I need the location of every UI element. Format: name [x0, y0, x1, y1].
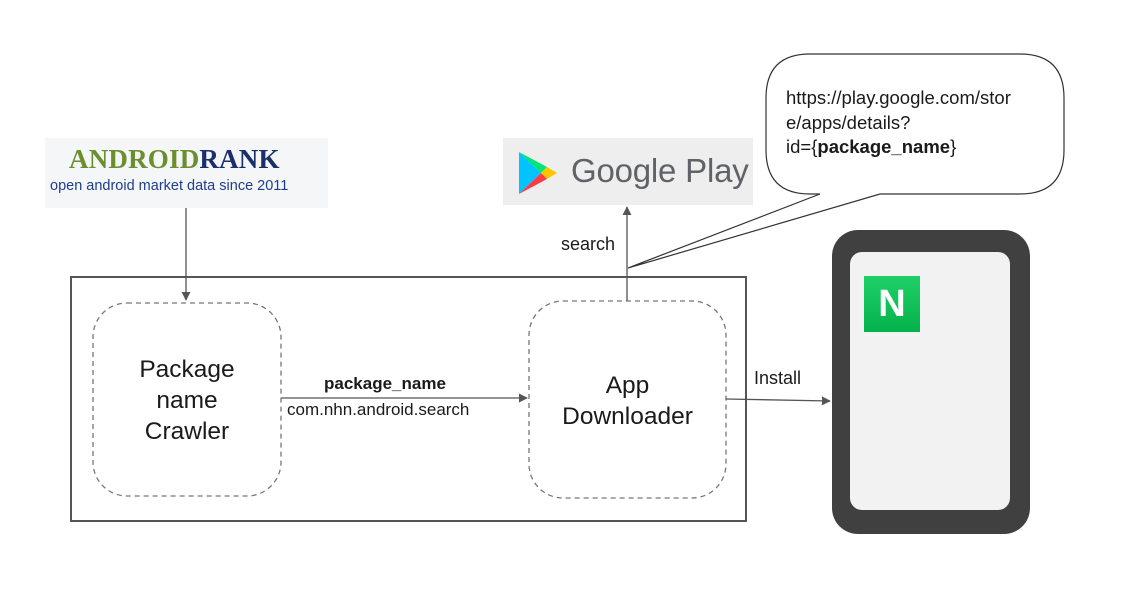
smartphone: N: [832, 230, 1030, 534]
url-bubble-text: https://play.google.com/stor e/apps/deta…: [786, 86, 1046, 160]
url-line-3: id={package_name}: [786, 135, 1046, 160]
url-line-1: https://play.google.com/stor: [786, 87, 1011, 108]
url-id-suffix: }: [950, 136, 957, 157]
google-play-triangle-icon: [519, 152, 557, 194]
url-line-2: e/apps/details?: [786, 111, 911, 133]
crawler-label-line-2: name: [156, 387, 218, 414]
app-downloader-label: App Downloader: [529, 370, 726, 432]
url-id-prefix: id={: [786, 136, 818, 157]
naver-app-icon: N: [864, 276, 920, 332]
search-edge-label: search: [561, 234, 616, 254]
androidrank-wordmark-android: ANDROID: [69, 144, 200, 174]
downloader-to-phone-arrow: [725, 396, 831, 406]
androidrank-logo: ANDROIDRANK open android market data sin…: [45, 138, 328, 208]
naver-letter: N: [878, 283, 906, 325]
androidrank-wordmark-rank: RANK: [199, 144, 280, 174]
google-play-logo: Google Play: [503, 138, 753, 205]
crawler-label-line-1: Package: [139, 356, 235, 383]
package-name-edge-value: com.nhn.android.search: [287, 400, 470, 419]
install-edge-label: Install: [754, 368, 802, 388]
androidrank-wordmark: ANDROIDRANK: [69, 144, 280, 175]
package-name-crawler-box: [92, 302, 282, 497]
androidrank-tagline: open android market data since 2011: [50, 178, 289, 194]
downloader-label-line-2: Downloader: [562, 403, 693, 430]
crawler-label-line-3: Crawler: [144, 418, 230, 445]
url-package-name-placeholder: package_name: [817, 136, 951, 157]
url-speech-bubble: [627, 53, 1065, 269]
phone-screen: N: [850, 252, 1010, 510]
downloader-label-line-1: App: [605, 372, 650, 399]
google-play-wordmark: Google Play: [571, 152, 749, 189]
package-name-crawler-label: Package name Crawler: [93, 354, 281, 447]
package-name-edge-title: package_name: [324, 374, 446, 393]
